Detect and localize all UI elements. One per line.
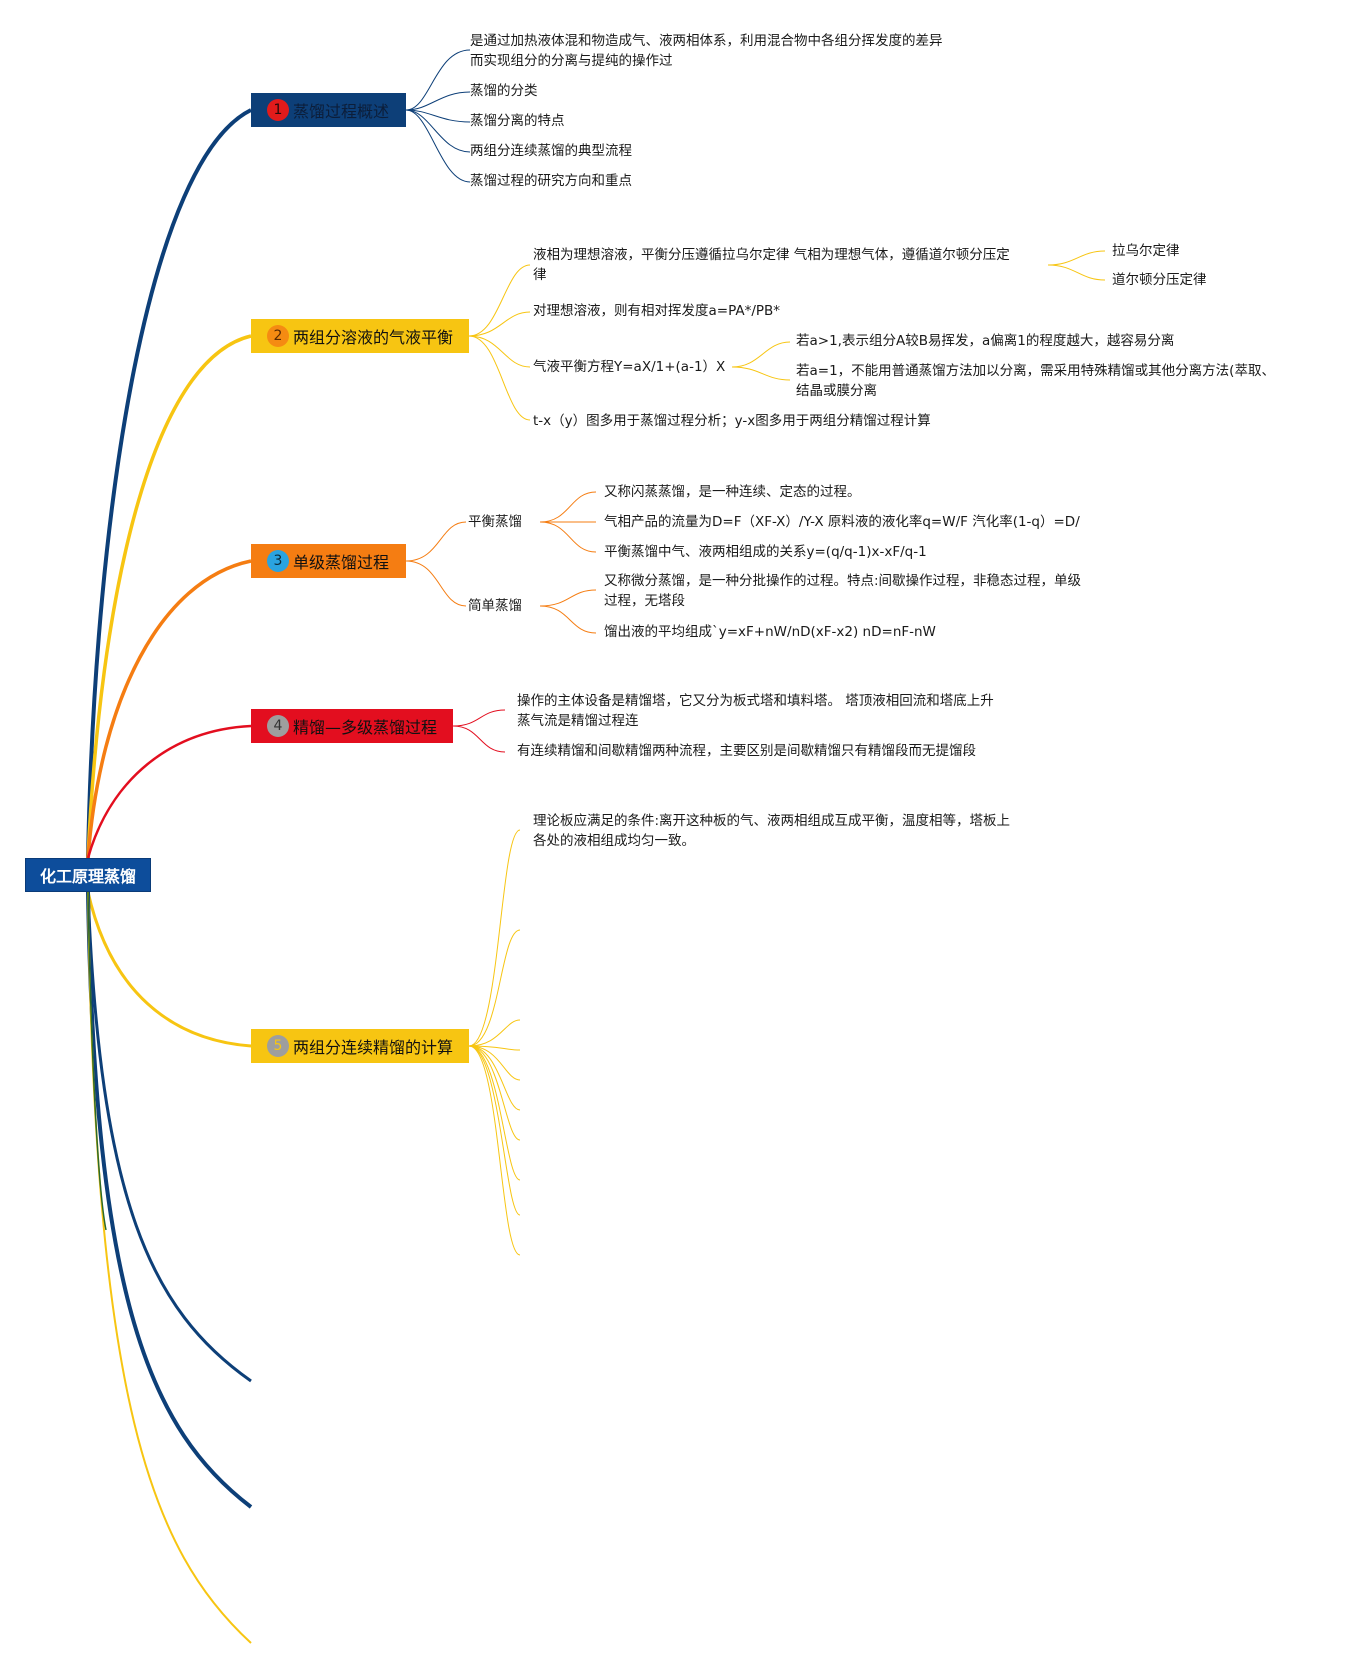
leaf-1-3[interactable]: 蒸馏分离的特点 [470,113,565,129]
branch-label: 单级蒸馏过程 [293,553,390,572]
leaf-2-2[interactable]: 对理想溶液，则有相对挥发度a=PA*/PB* [533,303,781,319]
branch-line-5 [86,891,252,1048]
number-badge: 1 [267,99,289,121]
leaf-line: 律 [533,267,547,283]
leaf-line: 而实现组分的分离与提纯的操作过 [470,53,673,69]
leaf-2-1-a[interactable]: 拉乌尔定律 [1112,243,1180,259]
branch-node-5[interactable]: 5 两组分连续精馏的计算 [251,1029,469,1063]
branch-line-2 [86,334,252,859]
branch-line-4 [86,724,252,859]
leaf-3-1-3[interactable]: 平衡蒸馏中气、液两相组成的关系y=(q/q-1)x-xF/q-1 [604,544,927,560]
group-simple-distillation[interactable]: 简单蒸馏 [468,598,522,614]
branch-label: 精馏—多级蒸馏过程 [293,718,438,737]
leaf-line: 又称微分蒸馏，是一种分批操作的过程。特点:间歇操作过程，非稳态过程，单级 [604,573,1082,589]
leaf-1-1[interactable]: 是通过加热液体混和物造成气、液两相体系，利用混合物中各组分挥发度的差异 而实现组… [470,31,943,71]
branch-node-3[interactable]: 3 单级蒸馏过程 [251,544,406,578]
leaf-2-3-b[interactable]: 若a=1，不能用普通蒸馏方法加以分离，需采用特殊精馏或其他分离方法(萃取、 结晶… [796,361,1275,401]
leaf-2-3-a[interactable]: 若a>1,表示组分A较B易挥发，a偏离1的程度越大，越容易分离 [796,333,1175,349]
leaf-line: 液相为理想溶液，平衡分压遵循拉乌尔定律 气相为理想气体，遵循道尔顿分压定 [533,247,1010,263]
leaf-line: 理论板应满足的条件:离开这种板的气、液两相组成互成平衡，温度相等，塔板上 [533,813,1011,829]
leaf-line: 若a=1，不能用普通蒸馏方法加以分离，需采用特殊精馏或其他分离方法(萃取、 [796,363,1275,379]
group-equilibrium-distillation[interactable]: 平衡蒸馏 [468,514,522,530]
leaf-3-2-1[interactable]: 又称微分蒸馏，是一种分批操作的过程。特点:间歇操作过程，非稳态过程，单级 过程，… [604,571,1081,611]
branch-label: 两组分溶液的气液平衡 [293,328,454,347]
branch-node-4[interactable]: 4 精馏—多级蒸馏过程 [251,709,453,743]
branch-line-1 [86,108,252,859]
leaf-line: 操作的主体设备是精馏塔，它又分为板式塔和填料塔。 塔顶液相回流和塔底上升 [517,693,994,709]
leaf-line: 各处的液相组成均匀一致。 [533,833,695,849]
leaf-5-1[interactable]: 理论板应满足的条件:离开这种板的气、液两相组成互成平衡，温度相等，塔板上 各处的… [533,811,1010,851]
leaf-2-1-b[interactable]: 道尔顿分压定律 [1112,272,1207,288]
leaf-line: 是通过加热液体混和物造成气、液两相体系，利用混合物中各组分挥发度的差异 [470,33,943,49]
branch-line-3 [86,559,252,859]
number-badge: 4 [267,715,289,737]
leaf-4-2[interactable]: 有连续精馏和间歇精馏两种流程，主要区别是间歇精馏只有精馏段而无提馏段 [517,743,976,759]
root-node[interactable]: 化工原理蒸馏 [25,858,151,892]
branch-label: 蒸馏过程概述 [293,102,390,121]
branch-line-7 [86,891,253,1509]
leaf-2-1[interactable]: 液相为理想溶液，平衡分压遵循拉乌尔定律 气相为理想气体，遵循道尔顿分压定 律 [533,245,1010,285]
branch-node-2[interactable]: 2 两组分溶液的气液平衡 [251,319,469,353]
branch-line-8 [87,891,252,1644]
leaf-line: 过程，无塔段 [604,593,685,609]
leaf-2-4[interactable]: t-x（y）图多用于蒸馏过程分析；y-x图多用于两组分精馏过程计算 [533,413,931,429]
branch-node-1[interactable]: 1 蒸馏过程概述 [251,93,406,127]
branch-line-6 [86,891,252,1383]
number-badge: 5 [267,1035,289,1057]
branch-label: 两组分连续精馏的计算 [293,1038,454,1057]
leaf-4-1[interactable]: 操作的主体设备是精馏塔，它又分为板式塔和填料塔。 塔顶液相回流和塔底上升 蒸气流… [517,691,994,731]
leaf-1-2[interactable]: 蒸馏的分类 [470,83,538,99]
leaf-1-4[interactable]: 两组分连续蒸馏的典型流程 [470,143,632,159]
leaf-3-2-2[interactable]: 馏出液的平均组成`y=xF+nW/nD(xF-x2) nD=nF-nW [604,624,936,640]
leaf-2-3[interactable]: 气液平衡方程Y=aX/1+(a-1）X [533,359,726,375]
number-badge: 2 [267,325,289,347]
leaf-1-5[interactable]: 蒸馏过程的研究方向和重点 [470,173,632,189]
number-badge: 3 [267,550,289,572]
leaf-3-1-1[interactable]: 又称闪蒸蒸馏，是一种连续、定态的过程。 [604,484,861,500]
leaf-3-1-2[interactable]: 气相产品的流量为D=F（XF-X）/Y-X 原料液的液化率q=W/F 汽化率(1… [604,514,1080,530]
leaf-line: 结晶或膜分离 [796,383,877,399]
leaf-line: 蒸气流是精馏过程连 [517,713,639,729]
